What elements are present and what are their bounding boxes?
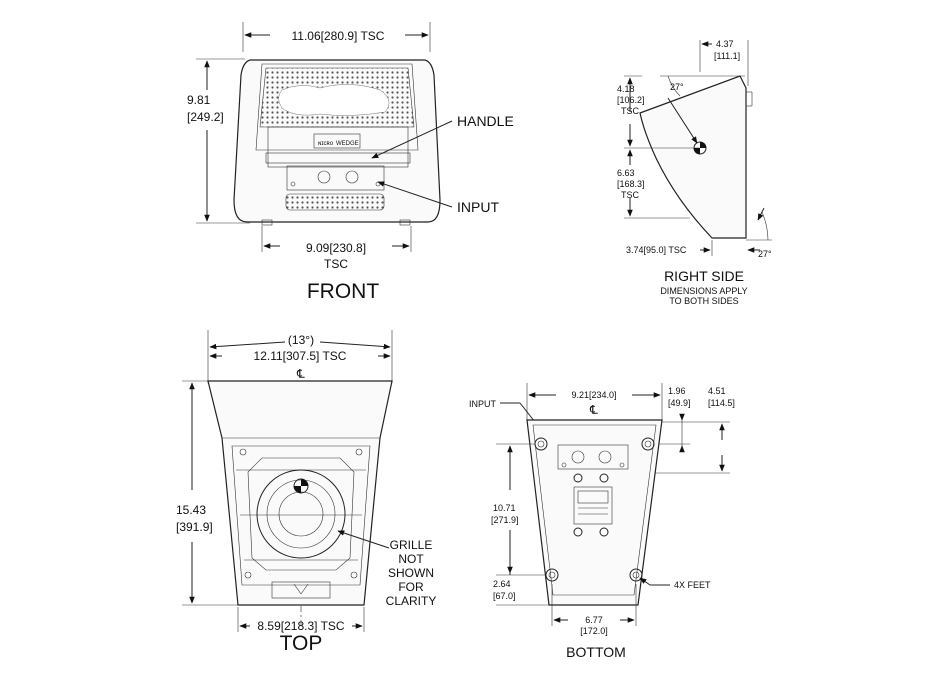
top-angle: (13°) bbox=[288, 333, 314, 347]
bottom-width-bottom-in: 6.77 bbox=[585, 615, 603, 625]
front-badge-left: ɴɪᴄʀᴏ bbox=[318, 141, 334, 147]
front-title: FRONT bbox=[307, 280, 379, 303]
top-width-top: 12.11[307.5] TSC bbox=[254, 349, 347, 363]
bottom-dim-c-in: 10.71 bbox=[493, 503, 516, 513]
bottom-width-bottom-mm: [172.0] bbox=[580, 626, 608, 636]
bottom-view: 9.21[234.0] ℄ INPUT 1.96 [49.9] 4.51 [11… bbox=[469, 383, 735, 660]
front-width-bottom-unit: TSC bbox=[324, 257, 348, 271]
front-badge-right: WEDGE bbox=[336, 141, 359, 147]
bottom-dim-c-mm: [271.9] bbox=[491, 515, 519, 525]
top-height-in: 15.43 bbox=[176, 503, 206, 517]
bottom-dim-b-in: 4.51 bbox=[708, 386, 726, 396]
side-mid-mm: [168.3] bbox=[617, 179, 645, 189]
front-input-label: INPUT bbox=[457, 199, 499, 215]
side-left-unit: TSC bbox=[621, 106, 640, 116]
side-title: RIGHT SIDE bbox=[664, 268, 744, 284]
front-height-in: 9.81 bbox=[187, 93, 211, 107]
bottom-width-top: 9.21[234.0] bbox=[571, 390, 616, 400]
front-width-top: 11.06[280.9] TSC bbox=[292, 29, 385, 43]
side-top-mm: [111.1] bbox=[714, 51, 740, 61]
side-top-in: 4.37 bbox=[716, 39, 734, 49]
top-height-mm: [391.9] bbox=[176, 520, 213, 534]
side-mid-unit: TSC bbox=[621, 190, 640, 200]
bottom-dim-a-mm: [49.9] bbox=[668, 398, 691, 408]
top-note-a: GRILLE bbox=[390, 538, 433, 552]
side-note-a: DIMENSIONS APPLY bbox=[660, 286, 747, 296]
bottom-centerline: ℄ bbox=[589, 403, 598, 417]
top-note-b: NOT bbox=[398, 552, 424, 566]
top-view: (13°) 12.11[307.5] TSC ℄ 15.43 [391.9] bbox=[176, 330, 436, 655]
top-note-d: FOR bbox=[398, 580, 424, 594]
side-view: 4.37 [111.1] 27° 4.18 [106.2] TSC 6.63 [… bbox=[617, 39, 772, 306]
top-note-c: SHOWN bbox=[388, 566, 434, 580]
bottom-dim-d-in: 2.64 bbox=[493, 579, 511, 589]
side-angle-top: 27° bbox=[670, 82, 684, 92]
top-title: TOP bbox=[280, 632, 323, 655]
top-note-e: CLARITY bbox=[386, 594, 437, 608]
bottom-feet-label: 4X FEET bbox=[674, 580, 711, 590]
bottom-dim-d-mm: [67.0] bbox=[493, 591, 516, 601]
side-bottom: 3.74[95.0] TSC bbox=[626, 245, 687, 255]
side-angle-bottom: 27° bbox=[758, 249, 772, 259]
top-width-bottom: 8.59[218.3] TSC bbox=[257, 619, 345, 633]
side-left-in: 4.18 bbox=[617, 84, 635, 94]
bottom-dim-a-in: 1.96 bbox=[668, 386, 686, 396]
bottom-dim-b-mm: [114.5] bbox=[708, 398, 735, 408]
side-note-b: TO BOTH SIDES bbox=[669, 296, 738, 306]
top-centerline: ℄ bbox=[296, 367, 305, 381]
side-mid-in: 6.63 bbox=[617, 168, 635, 178]
bottom-input-label: INPUT bbox=[469, 399, 497, 409]
front-width-bottom: 9.09[230.8] bbox=[306, 241, 366, 255]
front-height-mm: [249.2] bbox=[187, 110, 224, 124]
side-left-mm: [106.2] bbox=[617, 95, 645, 105]
front-handle-label: HANDLE bbox=[457, 113, 514, 129]
bottom-title: BOTTOM bbox=[566, 644, 626, 660]
front-view: 11.06[280.9] TSC 9.81 [249.2] ɴɪᴄʀᴏ WEDG… bbox=[187, 22, 514, 303]
